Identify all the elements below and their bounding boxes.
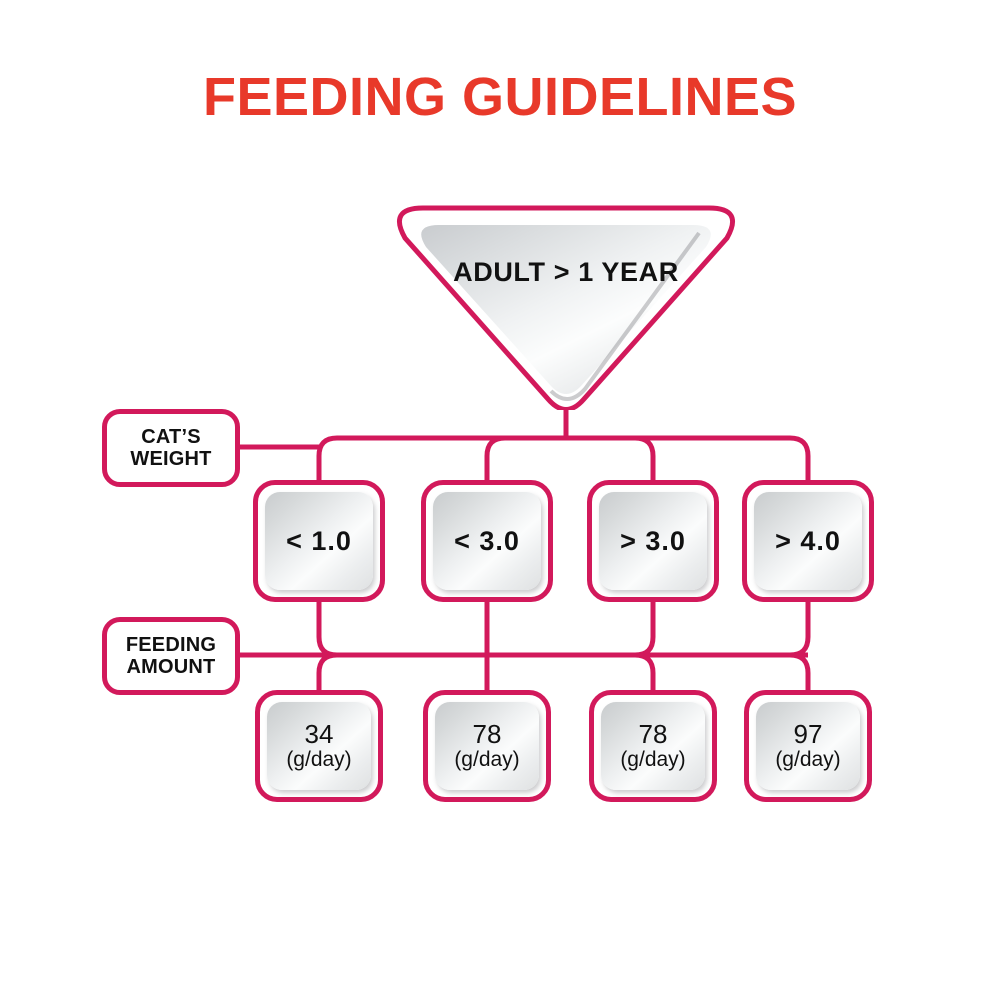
amount-box-3-unit: (g/day) <box>620 747 686 771</box>
connector-amount-drop-1 <box>316 652 338 690</box>
weight-box-2-value: < 3.0 <box>454 525 520 556</box>
amount-box-4-value: 97 <box>793 718 823 749</box>
amount-box-2-unit: (g/day) <box>454 747 520 771</box>
amount-box-1[interactable]: 34 (g/day) <box>255 690 383 802</box>
amount-box-2-value: 78 <box>472 718 502 749</box>
root-node-label: ADULT > 1 YEAR <box>453 257 679 287</box>
weight-box-3-value: > 3.0 <box>620 525 686 556</box>
amount-box-1-inner: 34 (g/day) <box>267 702 371 790</box>
weight-box-2[interactable]: < 3.0 <box>421 480 553 602</box>
row-label-cats-weight-line2: WEIGHT <box>130 448 212 470</box>
connector-amount-drop-4 <box>789 652 811 690</box>
connector-weight-bus <box>316 435 811 481</box>
page-title: FEEDING GUIDELINES <box>202 67 798 127</box>
connector-amount-drop-3 <box>634 652 656 690</box>
amount-box-3-value: 78 <box>638 718 668 749</box>
weight-box-3-inner: > 3.0 <box>599 492 707 590</box>
triangle-shape <box>397 205 735 410</box>
amount-box-3-inner: 78 (g/day) <box>601 702 705 790</box>
amount-box-4[interactable]: 97 (g/day) <box>744 690 872 802</box>
amount-box-3[interactable]: 78 (g/day) <box>589 690 717 802</box>
amount-box-4-unit: (g/day) <box>775 747 841 771</box>
weight-box-1-inner: < 1.0 <box>265 492 373 590</box>
weight-box-1[interactable]: < 1.0 <box>253 480 385 602</box>
amount-box-1-unit: (g/day) <box>286 747 352 771</box>
connector-amount-riser-4 <box>789 600 811 658</box>
amount-box-2[interactable]: 78 (g/day) <box>423 690 551 802</box>
weight-box-4-value: > 4.0 <box>775 525 841 556</box>
connector-weight-drop-2 <box>484 435 506 481</box>
weight-box-2-inner: < 3.0 <box>433 492 541 590</box>
connector-amount-riser-1 <box>316 600 338 658</box>
row-label-feeding-amount: FEEDING AMOUNT <box>102 617 240 695</box>
row-label-cats-weight: CAT’S WEIGHT <box>102 409 240 487</box>
amount-box-4-inner: 97 (g/day) <box>756 702 860 790</box>
weight-box-4-inner: > 4.0 <box>754 492 862 590</box>
connector-amount-riser-3 <box>634 600 656 658</box>
triangle-shadow-edge <box>549 231 701 401</box>
amount-box-1-value: 34 <box>304 718 334 749</box>
row-label-feeding-amount-line1: FEEDING <box>125 633 217 656</box>
weight-box-4[interactable]: > 4.0 <box>742 480 874 602</box>
row-label-feeding-amount-line2: AMOUNT <box>126 656 216 678</box>
row-label-cats-weight-line1: CAT’S <box>141 425 201 448</box>
connector-weight-drop-3 <box>634 435 656 481</box>
triangle-fill <box>421 225 711 394</box>
amount-box-2-inner: 78 (g/day) <box>435 702 539 790</box>
weight-box-3[interactable]: > 3.0 <box>587 480 719 602</box>
weight-box-1-value: < 1.0 <box>286 525 352 556</box>
root-node-adult[interactable]: ADULT > 1 YEAR <box>383 203 749 410</box>
